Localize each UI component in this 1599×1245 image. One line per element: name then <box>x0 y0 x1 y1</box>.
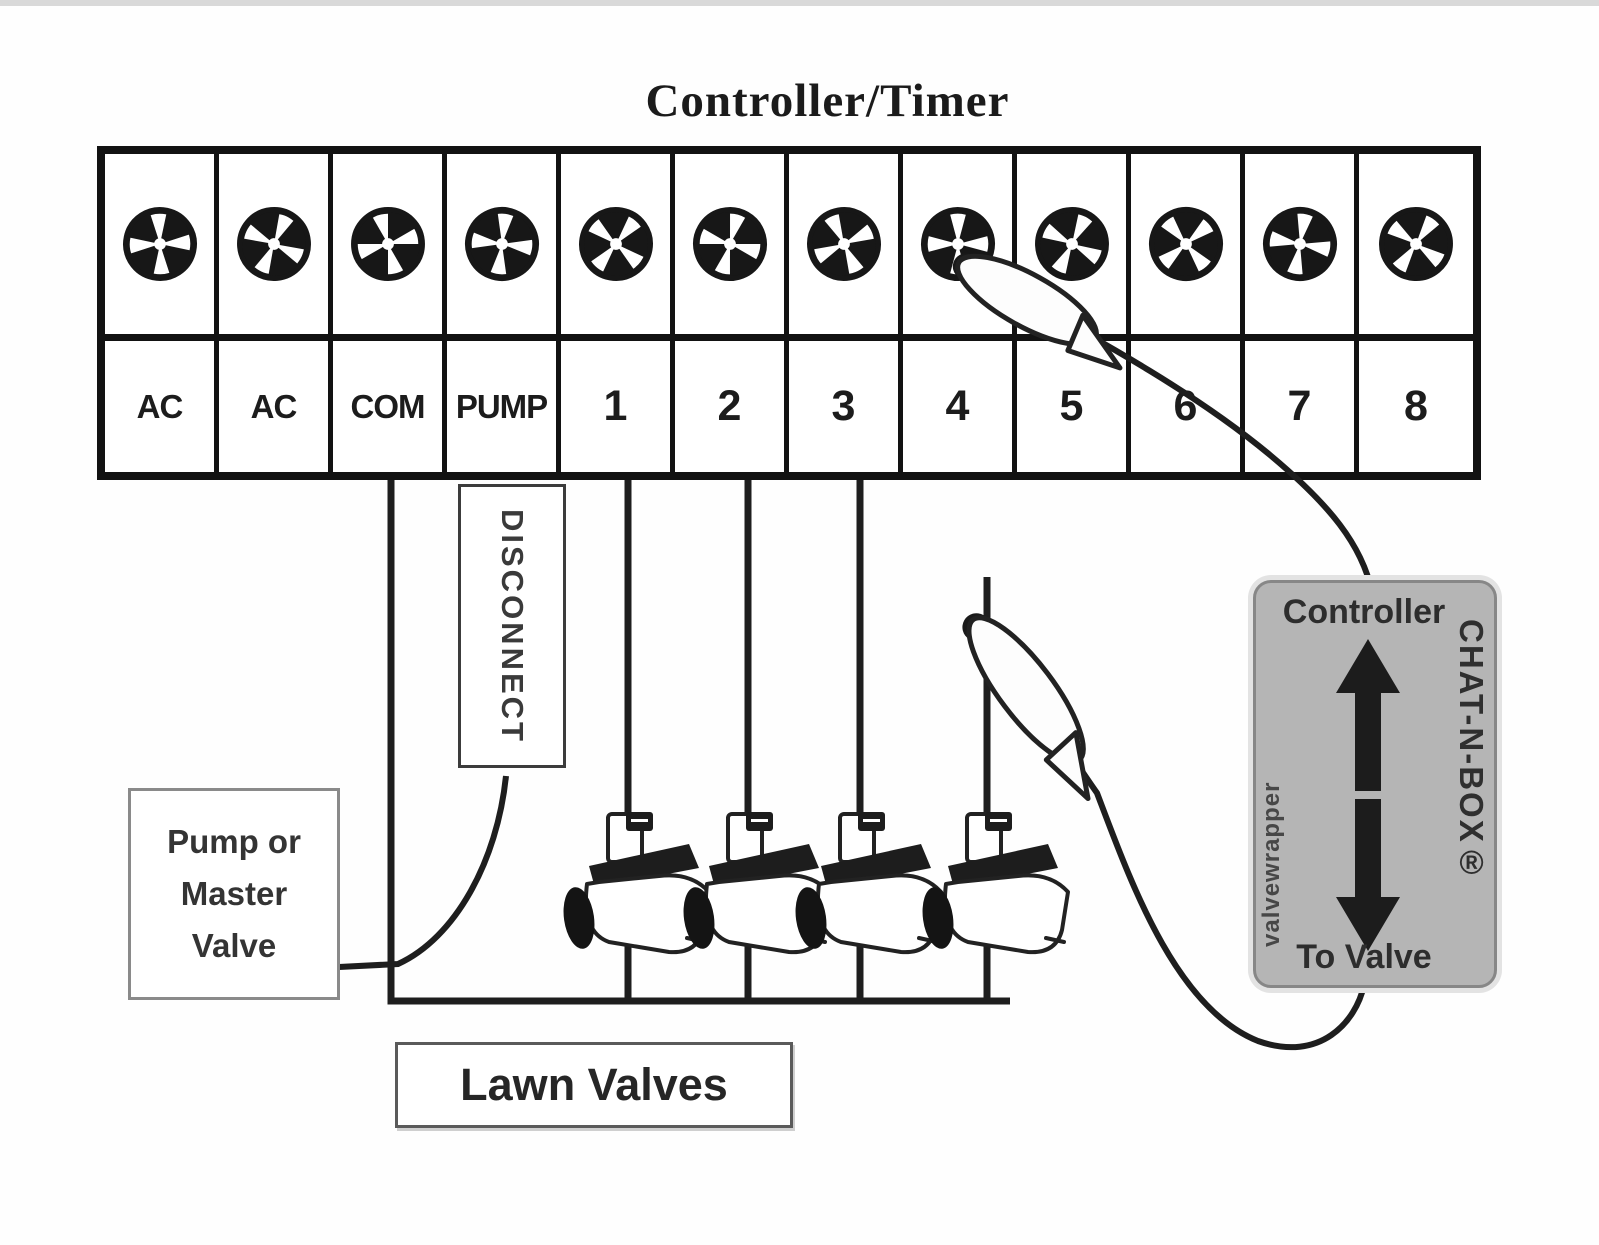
disconnect-tag: DISCONNECT <box>458 484 566 768</box>
terminal-col-6: 6 <box>1131 154 1245 472</box>
lawn-valves-box: Lawn Valves <box>395 1042 793 1128</box>
terminal-screw-3 <box>789 154 898 341</box>
chat-box-side-vertical: valvewrapper <box>1258 781 1285 947</box>
terminal-label: COM <box>350 387 426 425</box>
terminal-screw-1 <box>561 154 670 341</box>
terminal-col-pump: PUMP <box>447 154 561 472</box>
terminal-col-ac2: AC <box>219 154 333 472</box>
terminal-label: AC <box>136 387 184 425</box>
terminal-screw-ac2 <box>219 154 328 341</box>
terminal-col-com: COM <box>333 154 447 472</box>
terminal-strip: AC AC COM <box>97 146 1481 480</box>
solenoid-valve-icon-1 <box>557 810 711 955</box>
solenoid-valve-icon-2 <box>677 810 831 955</box>
screw-head-pinwheel-icon <box>350 207 425 281</box>
pump-or-master-valve-box: Pump or Master Valve <box>128 788 340 1000</box>
terminal-screw-8 <box>1359 154 1473 341</box>
pump-box-line: Valve <box>191 927 277 964</box>
pump-box-line: Master <box>180 875 288 912</box>
terminal-screw-ac1 <box>105 154 214 341</box>
terminal-col-5: 5 <box>1017 154 1131 472</box>
terminal-col-3: 3 <box>789 154 903 472</box>
chat-box-to-valve-label: To Valve <box>1296 938 1432 976</box>
screw-head-pinwheel-icon <box>920 207 995 281</box>
terminal-label: 7 <box>1287 382 1312 430</box>
screw-head-pinwheel-icon <box>122 207 197 281</box>
screw-head-pinwheel-icon <box>1034 207 1109 281</box>
screw-head-pinwheel-icon <box>236 207 311 281</box>
terminal-screw-5 <box>1017 154 1126 341</box>
terminal-label: 4 <box>945 382 970 430</box>
terminal-col-1: 1 <box>561 154 675 472</box>
screw-head-pinwheel-icon <box>692 207 767 281</box>
disconnect-label: DISCONNECT <box>495 508 530 744</box>
diagram-title: Controller/Timer <box>645 75 1010 127</box>
terminal-label: 3 <box>831 382 856 430</box>
terminal-screw-7 <box>1245 154 1354 341</box>
terminal-col-8: 8 <box>1359 154 1473 472</box>
terminal-label: PUMP <box>455 387 548 425</box>
terminal-label: 2 <box>717 382 742 430</box>
terminal-screw-2 <box>675 154 784 341</box>
wire-crimp-connector-icon-bottom <box>962 613 1091 802</box>
pump-box-line: Pump or <box>167 823 301 860</box>
terminal-label: 5 <box>1059 382 1084 430</box>
chat-box-controller-label: Controller <box>1282 593 1446 631</box>
up-arrow-icon <box>1336 639 1400 791</box>
lawn-valves-label: Lawn Valves <box>460 1059 728 1110</box>
screw-head-pinwheel-icon <box>1379 207 1453 281</box>
terminal-screw-pump <box>447 154 556 341</box>
terminal-label: 8 <box>1404 382 1428 430</box>
screw-head-pinwheel-icon <box>464 207 539 281</box>
terminal-screw-4 <box>903 154 1012 341</box>
down-arrow-icon <box>1336 799 1400 951</box>
screw-head-pinwheel-icon <box>578 207 653 281</box>
chat-box-brand-vertical: CHAT-N-BOX® <box>1453 619 1490 883</box>
chat-n-box-label: Controller CHAT-N-BOX® valvewrapper To V… <box>1253 580 1497 988</box>
screw-head-pinwheel-icon <box>1148 207 1223 281</box>
terminal-label: 1 <box>603 382 628 430</box>
terminal-screw-6 <box>1131 154 1240 341</box>
terminal-col-ac1: AC <box>105 154 219 472</box>
terminal-col-4: 4 <box>903 154 1017 472</box>
terminal-col-2: 2 <box>675 154 789 472</box>
screw-head-pinwheel-icon <box>1262 207 1337 281</box>
terminal-screw-com <box>333 154 442 341</box>
terminal-col-7: 7 <box>1245 154 1359 472</box>
terminal-label: 6 <box>1173 382 1198 430</box>
terminal-label: AC <box>250 387 298 425</box>
pump-disconnect-wire <box>338 775 509 970</box>
scan-edge-artifact <box>0 0 1599 6</box>
screw-head-pinwheel-icon <box>806 207 881 281</box>
solenoid-valve-icon-3 <box>789 810 943 955</box>
solenoid-valve-icon-4 <box>916 810 1070 955</box>
